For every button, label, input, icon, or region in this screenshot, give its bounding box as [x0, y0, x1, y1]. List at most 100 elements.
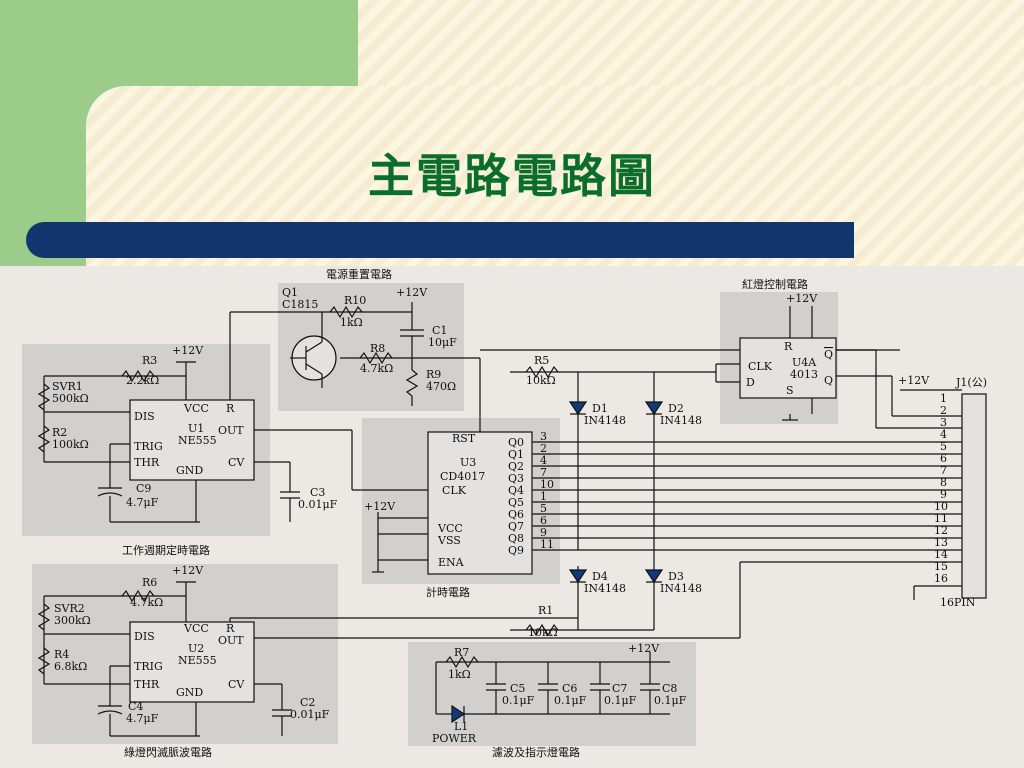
u1-trig-pin: TRIG	[134, 440, 163, 453]
cream-top-panel	[358, 0, 1024, 90]
c7-label: C7	[612, 682, 627, 695]
u2-part: NE555	[178, 654, 217, 667]
j1-connector	[961, 393, 987, 599]
j1-pin-12: 12	[934, 524, 948, 537]
u4a-s-pin: S	[786, 384, 794, 397]
r4-label: R4	[54, 648, 69, 661]
j1-16pin-label: 16PIN	[940, 596, 976, 609]
c1-value: 10μF	[428, 336, 457, 349]
r2-resistor	[37, 425, 51, 453]
r5-resistor	[525, 365, 559, 379]
r8-label: R8	[370, 342, 385, 355]
r1-resistor	[525, 623, 559, 637]
u3-q4: Q4	[508, 484, 524, 497]
q1-label: Q1	[282, 286, 298, 299]
u2-trig-pin: TRIG	[134, 660, 163, 673]
d4-part: IN4148	[584, 582, 626, 595]
c4-value: 4.7μF	[126, 712, 159, 725]
c2-label: C2	[300, 696, 315, 709]
d2-label: D2	[668, 402, 684, 415]
filter-section-box	[408, 642, 696, 746]
u4a-part: 4013	[790, 368, 818, 381]
u3-q3: Q3	[508, 472, 524, 485]
u2-gnd-pin: GND	[176, 686, 203, 699]
u3-pin-q4: 10	[540, 478, 554, 491]
r1-label: R1	[538, 604, 553, 617]
u3-q0: Q0	[508, 436, 524, 449]
c4-label: C4	[128, 700, 143, 713]
l1-label: L1	[454, 720, 468, 733]
d2-diode	[644, 401, 664, 416]
u3-vcc-pin: VCC	[437, 522, 463, 535]
d1-label: D1	[592, 402, 608, 415]
j1-label: J1(公)	[955, 376, 987, 389]
u1-vcc-pin: VCC	[183, 402, 209, 415]
r2-label: R2	[52, 426, 67, 439]
u4a-chip	[739, 337, 837, 399]
r4-resistor	[37, 647, 51, 675]
u3-q9: Q9	[508, 544, 524, 557]
u2-vcc-pin: VCC	[183, 622, 209, 635]
u4a-vcc-label: +12V	[786, 292, 818, 305]
c7-value: 0.1μF	[604, 694, 637, 707]
r7-resistor	[445, 655, 479, 669]
svr2-potentiometer	[37, 603, 51, 631]
u3-pin-q3: 7	[540, 466, 547, 479]
u3-chip	[427, 431, 533, 575]
counter-section-title: 計時電路	[426, 585, 470, 599]
j1-vcc-label: +12V	[898, 374, 930, 387]
q1-part-label: C1815	[282, 298, 318, 311]
c6-label: C6	[562, 682, 577, 695]
u4a-d-pin: D	[746, 376, 755, 389]
u3-vcc-label: +12V	[364, 500, 396, 513]
r4-value: 6.8kΩ	[54, 660, 87, 673]
reset-section-title: 電源重置電路	[326, 267, 392, 281]
u3-pin-q5: 1	[540, 490, 547, 503]
r5-label: R5	[534, 354, 549, 367]
j1-pin-16: 16	[934, 572, 948, 585]
red-ctrl-section-title: 紅燈控制電路	[742, 277, 808, 291]
u2-dis-pin: DIS	[134, 630, 155, 643]
u1-part: NE555	[178, 434, 217, 447]
r10-resistor	[329, 305, 363, 319]
circuit-schematic: 電源重置電路 紅燈控制電路 工作週期定時電路 計時電路 綠燈閃滅脈波電路 濾波及…	[0, 266, 1024, 768]
d1-diode	[568, 401, 588, 416]
j1-pin-10: 10	[934, 500, 948, 513]
r9-label: R9	[426, 368, 441, 381]
c1-label: C1	[432, 324, 447, 337]
j1-pin-4: 4	[940, 428, 947, 441]
c8-label: C8	[662, 682, 677, 695]
r8-resistor	[359, 351, 393, 365]
u2-out-pin: OUT	[218, 634, 244, 647]
u3-pin-q9: 11	[540, 538, 554, 551]
timer-section-title: 工作週期定時電路	[122, 543, 210, 557]
c9-value: 4.7μF	[126, 496, 159, 509]
u3-pin-q0: 3	[540, 430, 547, 443]
j1-pin-2: 2	[940, 404, 947, 417]
r10-value: 1kΩ	[340, 316, 363, 329]
j1-pin-1: 1	[940, 392, 947, 405]
r8-value: 4.7kΩ	[360, 362, 393, 375]
svr2-label: SVR2	[54, 602, 85, 615]
c3-label: C3	[310, 486, 325, 499]
c8-value: 0.1μF	[654, 694, 687, 707]
u1-chip	[129, 399, 255, 481]
u4a-qbar-pin: Q	[824, 348, 833, 361]
u3-q5: Q5	[508, 496, 524, 509]
r7-value: 1kΩ	[448, 668, 471, 681]
r6-resistor	[121, 589, 155, 603]
u2-name: U2	[188, 642, 204, 655]
u1-r-pin: R	[226, 402, 235, 415]
r6-value: 4.7kΩ	[130, 596, 163, 609]
u2-chip	[129, 621, 255, 703]
u3-q7: Q7	[508, 520, 524, 533]
j1-pin-8: 8	[940, 476, 947, 489]
blink-section-title: 綠燈閃滅脈波電路	[124, 745, 212, 759]
j1-pin-14: 14	[934, 548, 948, 561]
r9-value: 470Ω	[426, 380, 456, 393]
c5-value: 0.1μF	[502, 694, 535, 707]
r3-resistor	[121, 369, 155, 383]
u1-thr-pin: THR	[134, 456, 160, 469]
u3-q8: Q8	[508, 532, 524, 545]
c6-value: 0.1μF	[554, 694, 587, 707]
